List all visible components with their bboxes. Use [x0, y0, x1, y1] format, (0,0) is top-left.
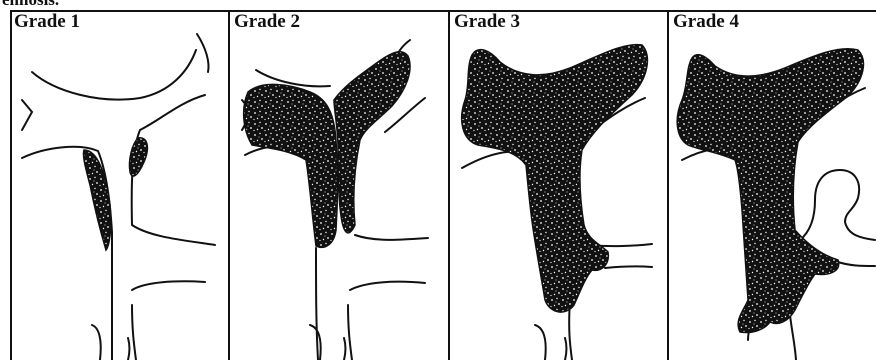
panel-label-grade-1: Grade 1 — [14, 12, 80, 32]
panel-grade-1-drawing — [22, 34, 215, 360]
grading-figure — [0, 9, 876, 360]
panel-grade-2-deposits — [244, 52, 410, 248]
panel-grade-3-deposits — [462, 45, 648, 312]
panel-grade-4-deposits — [677, 49, 863, 333]
panel-label-grade-4: Grade 4 — [673, 12, 739, 32]
panel-label-grade-2: Grade 2 — [234, 12, 300, 32]
panel-label-grade-3: Grade 3 — [454, 12, 520, 32]
caption-fragment: enhosis. — [2, 0, 59, 8]
panel-grade-1-deposits — [83, 138, 147, 250]
